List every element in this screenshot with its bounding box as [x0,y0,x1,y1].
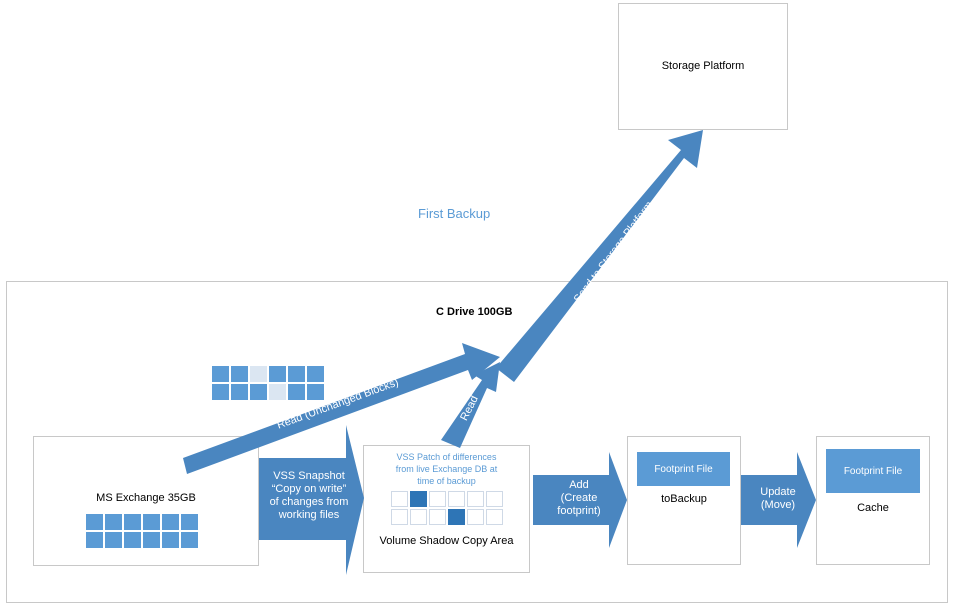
add-footprint-line-3: footprint) [557,505,601,517]
vss-snapshot-line-2: “Copy on write” [271,483,347,495]
unchanged-blocks-grid [212,366,324,400]
block [448,491,465,507]
block [410,491,427,507]
block [391,509,408,525]
vss-caption-line-3: time of backup [417,476,476,486]
read-unchanged-arrow [183,343,500,474]
block [448,509,465,525]
diagram-title: First Backup [418,206,491,221]
read-arrow [441,362,500,448]
c-drive-label: C Drive 100GB [436,306,513,318]
block [391,491,408,507]
block [429,509,446,525]
block [307,366,324,382]
cache-label: Cache [857,502,889,514]
add-footprint-arrow [533,452,627,548]
add-footprint-line-2: (Create [560,492,598,504]
to-backup-box: Footprint File toBackup [627,436,741,565]
block [269,366,286,382]
block [410,509,427,525]
block [162,532,179,548]
block [288,384,305,400]
block [288,366,305,382]
cache-footprint-file: Footprint File [826,449,920,493]
vss-area-label: Volume Shadow Copy Area [379,535,514,547]
block [307,384,324,400]
block [124,532,141,548]
block [231,366,248,382]
ms-exchange-label: MS Exchange 35GB [96,492,196,504]
block [486,491,503,507]
storage-platform-label: Storage Platform [661,60,745,72]
block [429,491,446,507]
update-move-line-2: (Move) [760,499,796,511]
to-backup-footprint-file: Footprint File [637,452,730,486]
update-move-arrow [741,452,816,548]
block [86,532,103,548]
to-backup-label: toBackup [661,493,707,505]
update-move-line-1: Update [760,486,796,498]
storage-platform-box: Storage Platform [618,3,788,130]
block [105,532,122,548]
block [86,514,103,530]
block [250,366,267,382]
vss-snapshot-label: VSS Snapshot “Copy on write” of changes … [262,470,356,522]
cache-box: Footprint File Cache [816,436,930,565]
send-to-storage-arrow [496,130,703,382]
block [212,366,229,382]
add-footprint-line-1: Add [569,479,589,491]
block [467,491,484,507]
block [181,514,198,530]
add-footprint-label: Add (Create footprint) [540,479,618,518]
block [105,514,122,530]
vss-snapshot-line-1: VSS Snapshot [273,470,345,482]
block [467,509,484,525]
block [162,514,179,530]
vss-patch-blocks-grid [391,491,503,525]
block [250,384,267,400]
exchange-blocks-grid [86,514,198,548]
update-move-label: Update (Move) [745,486,811,512]
vss-snapshot-line-4: working files [278,509,340,521]
block [269,384,286,400]
vss-snapshot-arrow [259,425,364,575]
block [143,514,160,530]
vss-caption-line-2: from live Exchange DB at [395,464,498,474]
block [486,509,503,525]
block [124,514,141,530]
block [231,384,248,400]
block [181,532,198,548]
block [143,532,160,548]
block [212,384,229,400]
vss-area-box: VSS Patch of differences from live Excha… [363,445,530,573]
vss-caption-line-1: VSS Patch of differences [396,452,497,462]
vss-snapshot-line-3: of changes from [269,496,349,508]
